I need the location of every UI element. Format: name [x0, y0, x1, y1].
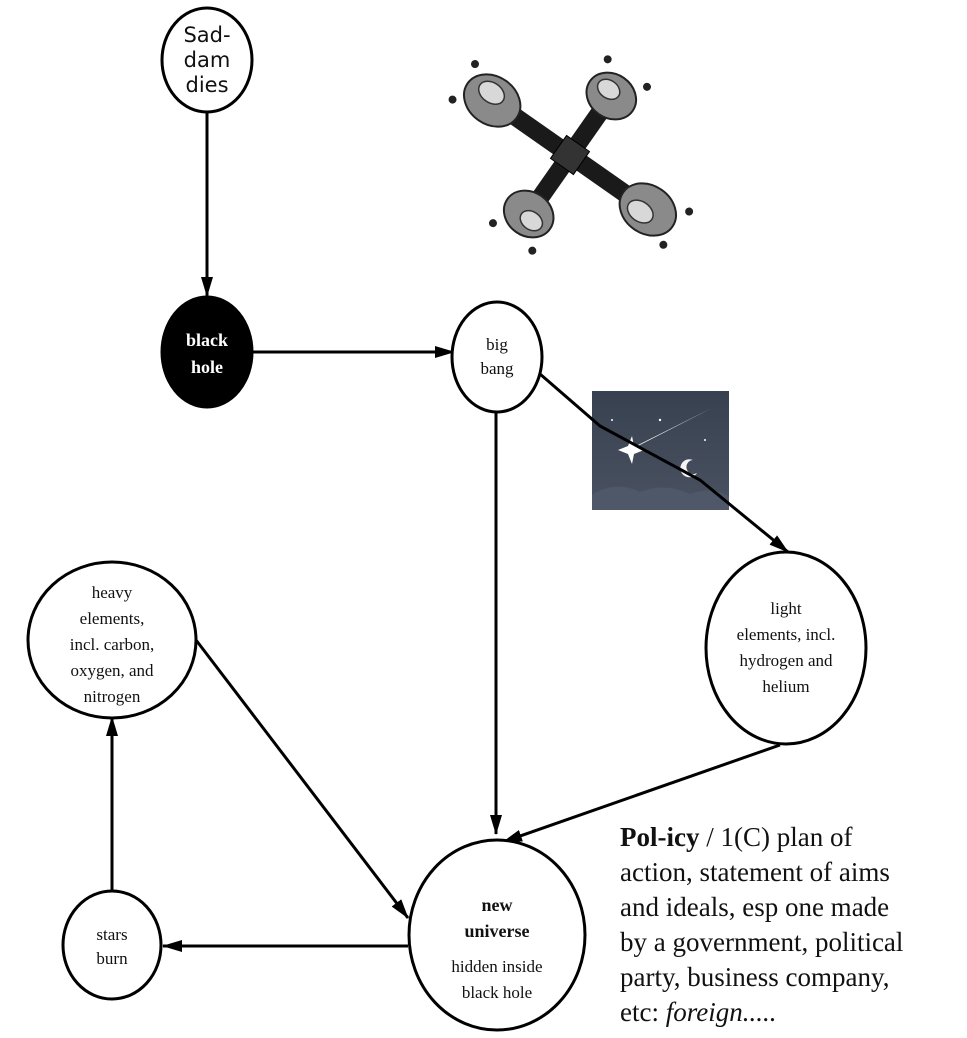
- node-heavy-elements: heavy elements, incl. carbon, oxygen, and ni…: [26, 560, 198, 720]
- node-label: light: [770, 599, 801, 618]
- spinning-pods-graphic-icon: [448, 55, 694, 255]
- node-label: dies: [185, 73, 228, 97]
- policy-line: etc: foreign.....: [620, 995, 960, 1030]
- node-label: stars: [96, 925, 127, 944]
- edge-light-elements-to-new-universe: [502, 743, 781, 844]
- node-label: dam: [184, 48, 231, 72]
- policy-line: action, statement of aims: [620, 857, 890, 887]
- node-label: bang: [480, 359, 514, 378]
- edge-heavy-elements-to-new-universe: [194, 639, 410, 919]
- node-label: hydrogen and: [739, 651, 833, 670]
- policy-term: Pol-icy: [620, 822, 700, 852]
- node-label: incl. carbon,: [70, 635, 155, 654]
- node-label: black hole: [462, 983, 532, 1002]
- node-label: burn: [96, 949, 128, 968]
- policy-text: etc:: [620, 997, 666, 1027]
- node-label: oxygen, and: [70, 661, 154, 680]
- node-label: black: [186, 330, 228, 350]
- shooting-star-icon: [592, 391, 729, 510]
- policy-definition: Pol-icy / 1(C) plan of action, statement…: [620, 820, 960, 1030]
- edges: [106, 108, 789, 952]
- node-label: hole: [191, 357, 223, 377]
- node-label: elements,: [80, 609, 145, 628]
- node-label: hidden inside: [451, 957, 542, 976]
- node-title: universe: [465, 921, 530, 941]
- policy-line: by a government, political: [620, 927, 904, 957]
- node-label: nitrogen: [84, 687, 141, 706]
- node-label: elements, incl.: [737, 625, 836, 644]
- node-new-universe: new universe hidden inside black hole: [407, 838, 587, 1032]
- node-label: Sad-: [183, 23, 230, 47]
- policy-text: / 1(C) plan of: [699, 822, 853, 852]
- policy-line: party, business company,: [620, 962, 890, 992]
- policy-example: foreign.....: [665, 997, 777, 1027]
- policy-line: and ideals, esp one made: [620, 892, 890, 922]
- node-big-bang: big bang: [450, 300, 544, 414]
- node-light-elements: light elements, incl. hydrogen and helium: [704, 550, 868, 746]
- node-black-hole: black hole: [160, 295, 254, 409]
- node-stars-burn: stars burn: [61, 889, 163, 1001]
- policy-line: Pol-icy / 1(C) plan of: [620, 820, 960, 855]
- node-label: heavy: [92, 583, 133, 602]
- edge-big-bang-to-light-elements: [539, 372, 789, 554]
- node-label: helium: [762, 677, 809, 696]
- node-title: new: [482, 895, 513, 915]
- node-label: big: [486, 335, 508, 354]
